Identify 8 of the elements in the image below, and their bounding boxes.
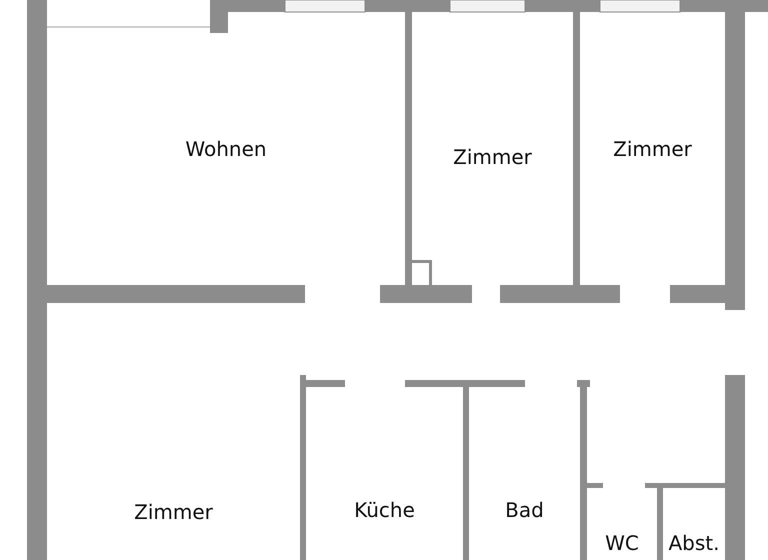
room-label: Zimmer (613, 136, 692, 160)
room-label: Küche (354, 498, 415, 522)
room-label: Wohnen (185, 136, 267, 160)
room-label: WC (605, 531, 639, 555)
room-label: Bad (505, 498, 544, 522)
room-label: Abst. (668, 531, 720, 555)
room-label: Zimmer (453, 145, 532, 169)
room-label: Zimmer (134, 500, 213, 524)
